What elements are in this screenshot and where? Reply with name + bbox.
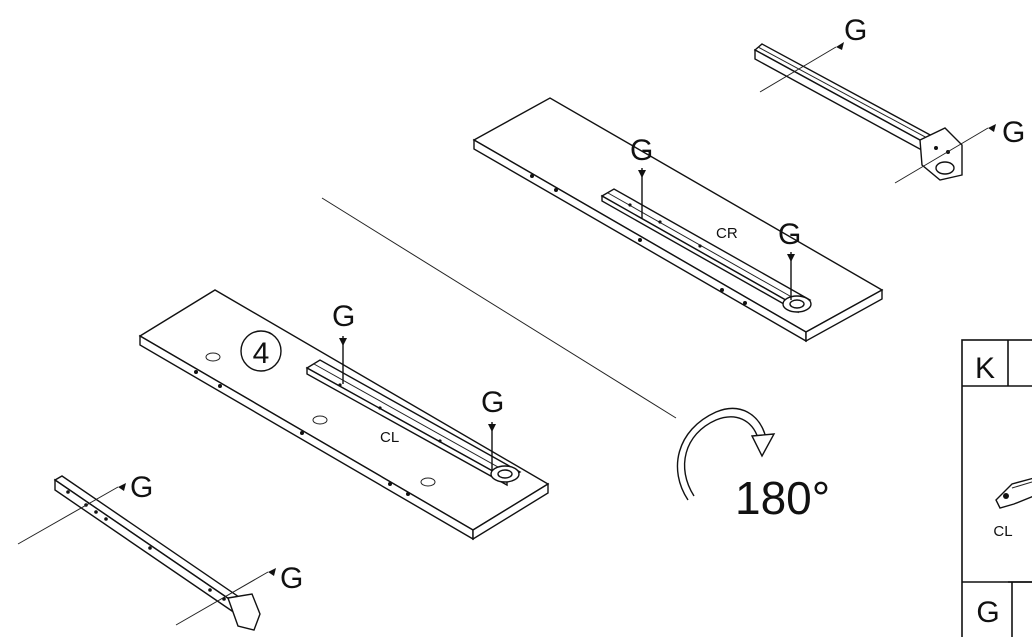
screw-label: G bbox=[844, 14, 867, 47]
right-rail-label: CR bbox=[716, 225, 738, 242]
left-rail-label: CL bbox=[380, 429, 399, 446]
step-number: 4 bbox=[253, 337, 270, 370]
step-number-badge: 4 bbox=[240, 330, 282, 372]
left-rail-mounted bbox=[305, 359, 522, 487]
loose-rail-top bbox=[753, 43, 963, 181]
loose-rail-bottom bbox=[53, 475, 261, 631]
rotation-arrow-icon bbox=[676, 407, 776, 501]
right-rail-mounted bbox=[600, 188, 812, 314]
screw-markers bbox=[17, 42, 996, 626]
parts-table-header: K bbox=[975, 352, 995, 385]
screw-label: G bbox=[280, 562, 303, 595]
rail-thumbnail-icon bbox=[995, 477, 1032, 509]
parts-table-rail-caption: CL bbox=[993, 523, 1012, 540]
screw-label: G bbox=[1002, 116, 1025, 149]
upper-panel bbox=[472, 97, 884, 343]
screw-label: G bbox=[332, 300, 355, 333]
screw-label: G bbox=[630, 134, 653, 167]
screw-label: G bbox=[778, 218, 801, 251]
screw-label: G bbox=[130, 471, 153, 504]
screw-labels: G G G G G G G G bbox=[130, 14, 1025, 595]
separator-line bbox=[321, 197, 677, 419]
rotation-label: 180° bbox=[735, 472, 830, 524]
screw-label: G bbox=[481, 386, 504, 419]
lower-panel bbox=[138, 289, 550, 541]
parts-table: K CL G bbox=[961, 339, 1032, 642]
parts-table-footer: G bbox=[976, 596, 999, 629]
